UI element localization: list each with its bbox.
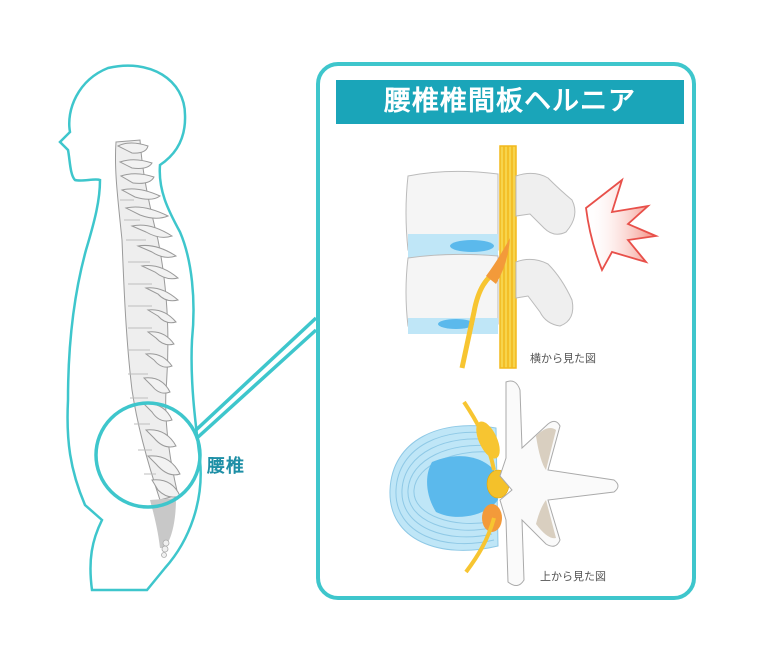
sacrum <box>150 498 176 548</box>
side-view-caption: 横から見た図 <box>530 352 596 365</box>
lumbar-highlight-circle <box>94 401 202 509</box>
top-view-caption: 上から見た図 <box>540 570 606 583</box>
lumbar-label: 腰椎 <box>207 456 245 477</box>
diagram-title: 腰椎椎間板ヘルニア <box>336 80 684 124</box>
pain-burst-icon <box>585 177 660 273</box>
connector-lines <box>194 316 318 440</box>
